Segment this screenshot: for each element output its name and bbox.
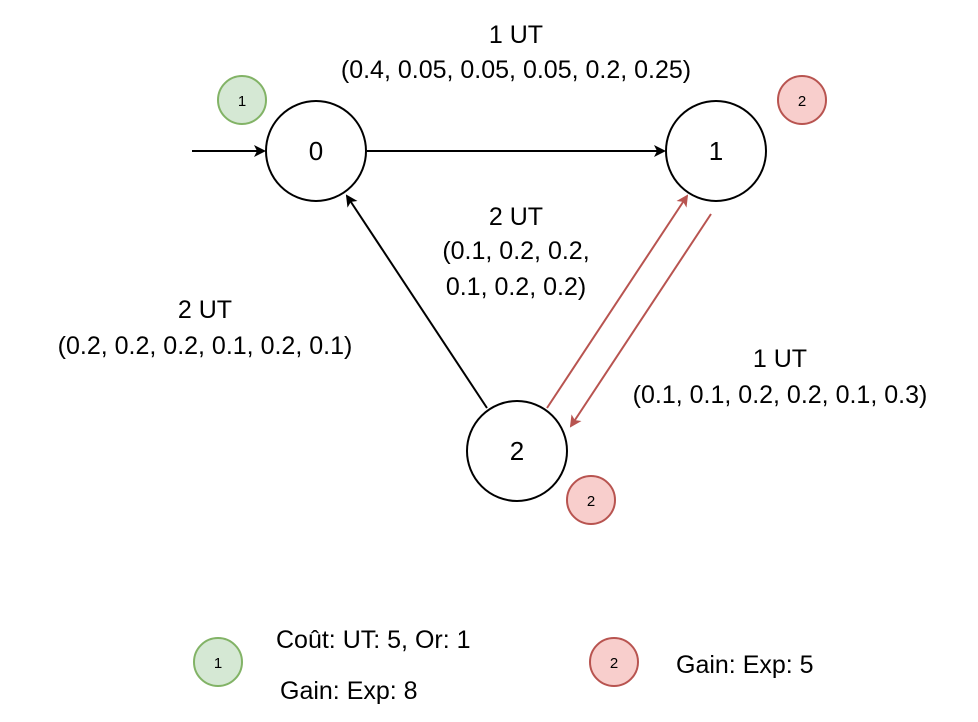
state-node-2-label: 2 [510, 436, 524, 466]
edge-2-0-cost: 2 UT [178, 296, 232, 324]
state-node-0: 0 [265, 100, 367, 202]
legend-red-entry: 2 Gain: Exp: 5 [589, 637, 814, 687]
state-node-1: 1 [665, 100, 767, 202]
edge-1-2-probabilities: (0.1, 0.1, 0.2, 0.2, 0.1, 0.3) [633, 381, 928, 409]
edge-2-1-cost: 2 UT [489, 203, 543, 231]
legend-red-badge-label: 2 [610, 655, 618, 672]
edge-2-to-1 [546, 194, 689, 409]
state-node-0-label: 0 [309, 136, 323, 166]
edge-1-to-2 [569, 213, 712, 428]
edge-2-1-probabilities-line-1: (0.1, 0.2, 0.2, [442, 237, 589, 265]
badge-node-0-label: 1 [238, 93, 246, 110]
edge-0-1-probabilities: (0.4, 0.05, 0.05, 0.05, 0.2, 0.25) [341, 56, 691, 84]
legend-green-cost: Coût: UT: 5, Or: 1 [276, 626, 471, 654]
edge-2-1-probabilities-line-2: 0.1, 0.2, 0.2) [446, 273, 586, 301]
legend-green-entry: 1 Coût: UT: 5, Or: 1 Gain: Exp: 8 [193, 626, 471, 705]
badge-node-2-label: 2 [587, 493, 595, 510]
edge-1-2-cost: 1 UT [753, 345, 807, 373]
state-node-1-label: 1 [709, 136, 723, 166]
state-node-2: 2 [466, 400, 568, 502]
edge-0-1-cost: 1 UT [489, 21, 543, 49]
edge-2-to-0 [345, 194, 488, 409]
badge-node-0: 1 [217, 75, 267, 125]
badge-node-2: 2 [566, 475, 616, 525]
edge-2-0-probabilities: (0.2, 0.2, 0.2, 0.1, 0.2, 0.1) [58, 332, 353, 360]
legend: 1 Coût: UT: 5, Or: 1 Gain: Exp: 8 2 Gain… [193, 626, 814, 705]
badge-node-1: 2 [777, 75, 827, 125]
legend-red-gain: Gain: Exp: 5 [676, 651, 814, 679]
badge-node-1-label: 2 [798, 93, 806, 110]
legend-green-badge-label: 1 [214, 655, 222, 672]
legend-green-gain: Gain: Exp: 8 [280, 677, 418, 705]
